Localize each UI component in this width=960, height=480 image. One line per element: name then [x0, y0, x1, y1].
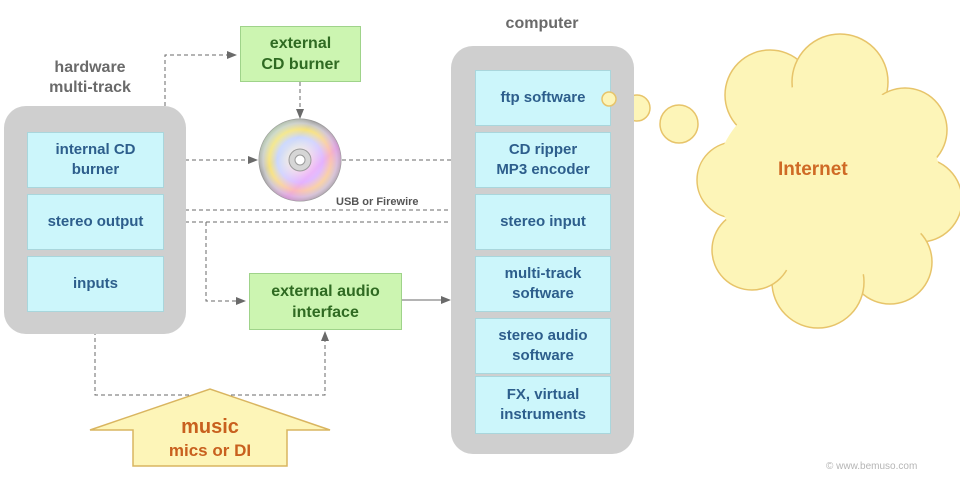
music-block-arrow — [89, 388, 331, 467]
ftp-software-box: ftp software — [475, 70, 611, 126]
inputs-box: inputs — [27, 256, 164, 312]
thought-bubble-large — [659, 104, 699, 144]
internet-label: Internet — [778, 159, 848, 180]
multitrack-software-box: multi-track software — [475, 256, 611, 312]
fx-virtual-instruments-box: FX, virtual instruments — [475, 376, 611, 434]
music-to-inputs-arrow — [91, 314, 210, 396]
music-to-interface-arrow — [210, 331, 329, 396]
copyright-text: © www.bemuso.com — [826, 461, 918, 472]
mics-or-di-label: mics or DI — [168, 441, 252, 460]
cd-disc-icon — [258, 118, 342, 202]
hardware-title: hardware multi-track — [49, 59, 131, 96]
external-cd-burner-box: external CD burner — [240, 26, 361, 82]
stereo-input-box: stereo input — [475, 194, 611, 250]
external-audio-interface-box: external audio interface — [249, 273, 402, 330]
stereo-audio-software-box: stereo audio software — [475, 318, 611, 374]
cd-ripper-box: CD ripper MP3 encoder — [475, 132, 611, 188]
hw-to-ext-cd-arrow — [164, 51, 237, 106]
stereo-output-box: stereo output — [27, 194, 164, 250]
stereo-out-to-interface-arrow — [205, 222, 246, 305]
computer-title: computer — [505, 15, 579, 32]
internal-cd-burner-box: internal CD burner — [27, 132, 164, 188]
usb-firewire-label: USB or Firewire — [336, 196, 419, 208]
music-label: music — [181, 416, 239, 438]
